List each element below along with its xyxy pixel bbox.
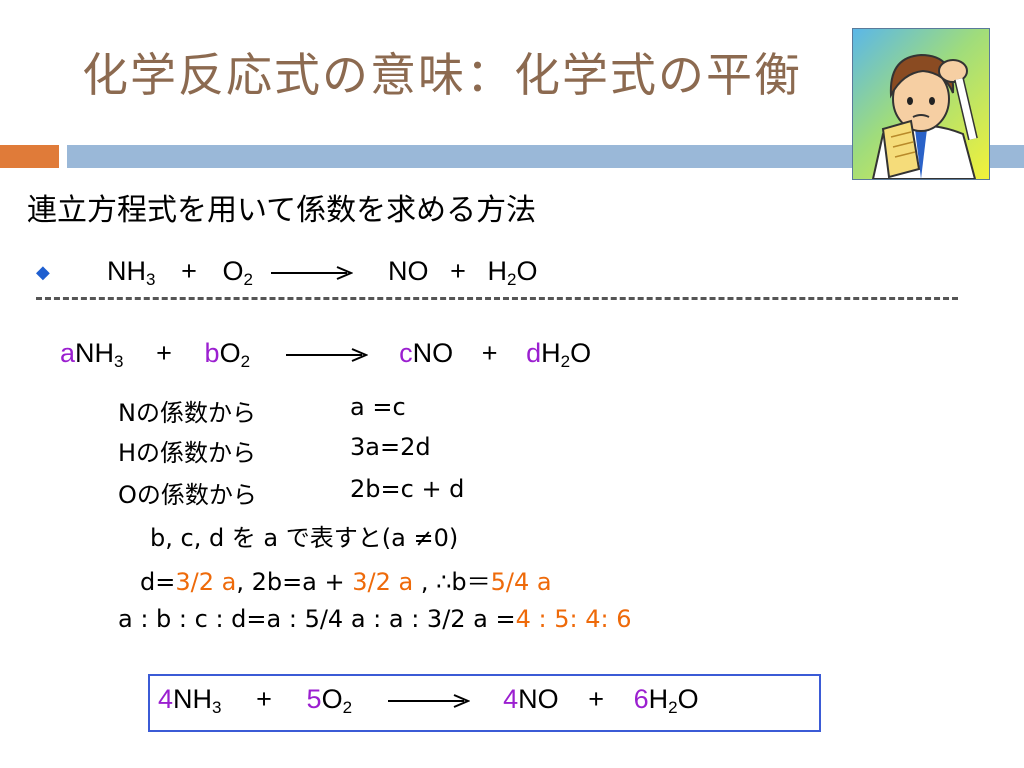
plus-sign: + — [588, 684, 605, 714]
product-no: 4NO — [503, 684, 559, 714]
reactant-nh3: 4NH3 — [158, 684, 222, 717]
step-oxygen-label: Oの係数から — [118, 481, 257, 509]
accent-bar-blue — [67, 145, 1024, 168]
equation-unbalanced: NH3 + O2 NO + H2O — [107, 256, 538, 289]
step-nitrogen-equation: a =c — [350, 393, 406, 421]
product-no: NO — [388, 256, 429, 286]
dashed-divider — [36, 297, 958, 300]
step-ratio: a : b : c : d=a : 5/4 a : a : 3/2 a =4 :… — [118, 605, 632, 633]
plus-sign: + — [156, 338, 172, 368]
reactant-nh3: aNH3 — [60, 338, 124, 371]
equation-balanced: 4NH3 + 5O2 4NO + 6H2O — [158, 684, 699, 717]
accent-bar-orange — [0, 145, 59, 168]
product-h2o: H2O — [487, 256, 538, 289]
balanced-equation-box — [148, 674, 821, 732]
plus-sign: + — [256, 684, 272, 714]
product-h2o: 6H2O — [633, 684, 699, 717]
step-hydrogen-label: Hの係数から — [118, 439, 257, 467]
step-nitrogen-label: Nの係数から — [118, 399, 256, 427]
plus-sign: + — [181, 256, 197, 286]
diamond-bullet-icon: ◆ — [36, 262, 50, 283]
reaction-arrow-icon — [270, 256, 354, 287]
method-subtitle: 連立方程式を用いて係数を求める方法 — [27, 193, 537, 228]
slide-title: 化学反応式の意味：化学式の平衡 — [82, 48, 802, 102]
reactant-o2: bO2 — [204, 338, 251, 371]
product-no: cNO — [399, 338, 454, 368]
step-express-in-a: b, c, d を a で表すと(a ≠0) — [150, 524, 459, 552]
plus-sign: + — [481, 338, 498, 368]
reactant-o2: O2 — [222, 256, 253, 289]
plus-sign: + — [450, 256, 466, 286]
reactant-o2: 5O2 — [306, 684, 353, 717]
step-hydrogen-equation: 3a=2d — [350, 433, 431, 461]
product-h2o: dH2O — [526, 338, 592, 371]
equation-with-coefficients: aNH3 + bO2 cNO + dH2O — [60, 338, 592, 371]
thinking-person-svg — [871, 53, 978, 179]
step-oxygen-equation: 2b=c + d — [350, 475, 465, 503]
reaction-arrow-icon — [285, 338, 369, 369]
reactant-nh3: NH3 — [107, 256, 156, 289]
thinking-person-icon — [852, 28, 990, 180]
reaction-arrow-icon — [387, 684, 471, 715]
step-solve-d-b: d=3/2 a, 2b=a + 3/2 a , ∴b＝5/4 a — [140, 568, 552, 596]
